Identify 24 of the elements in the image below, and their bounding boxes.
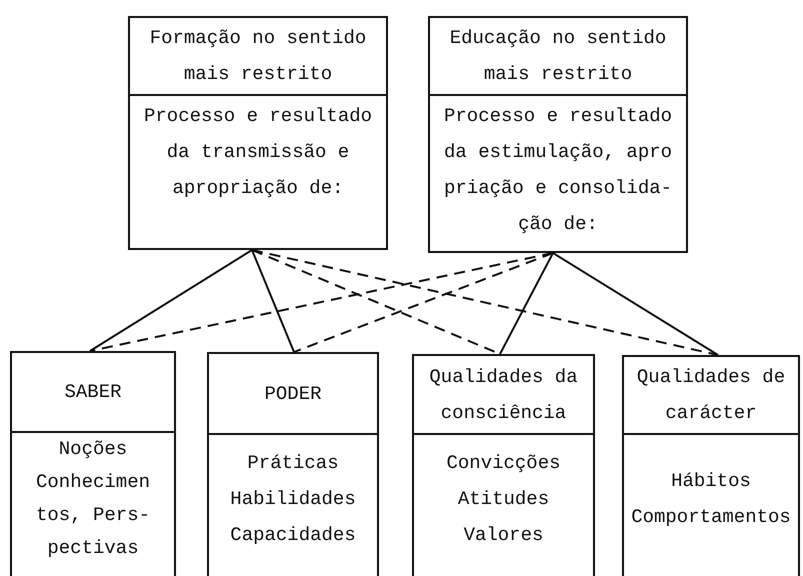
- connector-line: [251, 250, 295, 352]
- box-text: Processo e resultado da estimulação, apro priação e consolida- ção de:: [444, 104, 672, 237]
- concept-box: [412, 354, 595, 576]
- concept-box: [428, 16, 688, 253]
- connector-line: [499, 252, 554, 354]
- box-text: Hábitos Comportamentos: [631, 469, 791, 530]
- connector-line: [552, 252, 719, 356]
- box-heading: Formação no sentido mais restrito: [150, 26, 366, 87]
- box-text: Práticas Habilidades Capacidades: [230, 451, 356, 548]
- dashed-connector: [294, 252, 554, 353]
- box-heading: Qualidades de carácter: [636, 365, 786, 426]
- box-heading: SABER: [63, 380, 122, 405]
- concept-box: [10, 351, 176, 576]
- box-heading: Qualidades da consciência: [429, 364, 578, 426]
- concept-box: [207, 352, 379, 576]
- connector-line: [89, 249, 253, 352]
- concept-box: [622, 355, 800, 576]
- concept-box: [128, 16, 388, 250]
- dashed-connector: [252, 249, 718, 356]
- box-text: Processo e resultado da transmissão e apropriação de:: [144, 104, 372, 201]
- box-heading: Educação no sentido mais restrito: [450, 26, 666, 87]
- box-heading: PODER: [263, 382, 322, 406]
- box-text: Convicções Atitudes Valores: [446, 451, 560, 548]
- box-text: Noções Conhecimen tos, Pers- pectivas: [36, 437, 150, 561]
